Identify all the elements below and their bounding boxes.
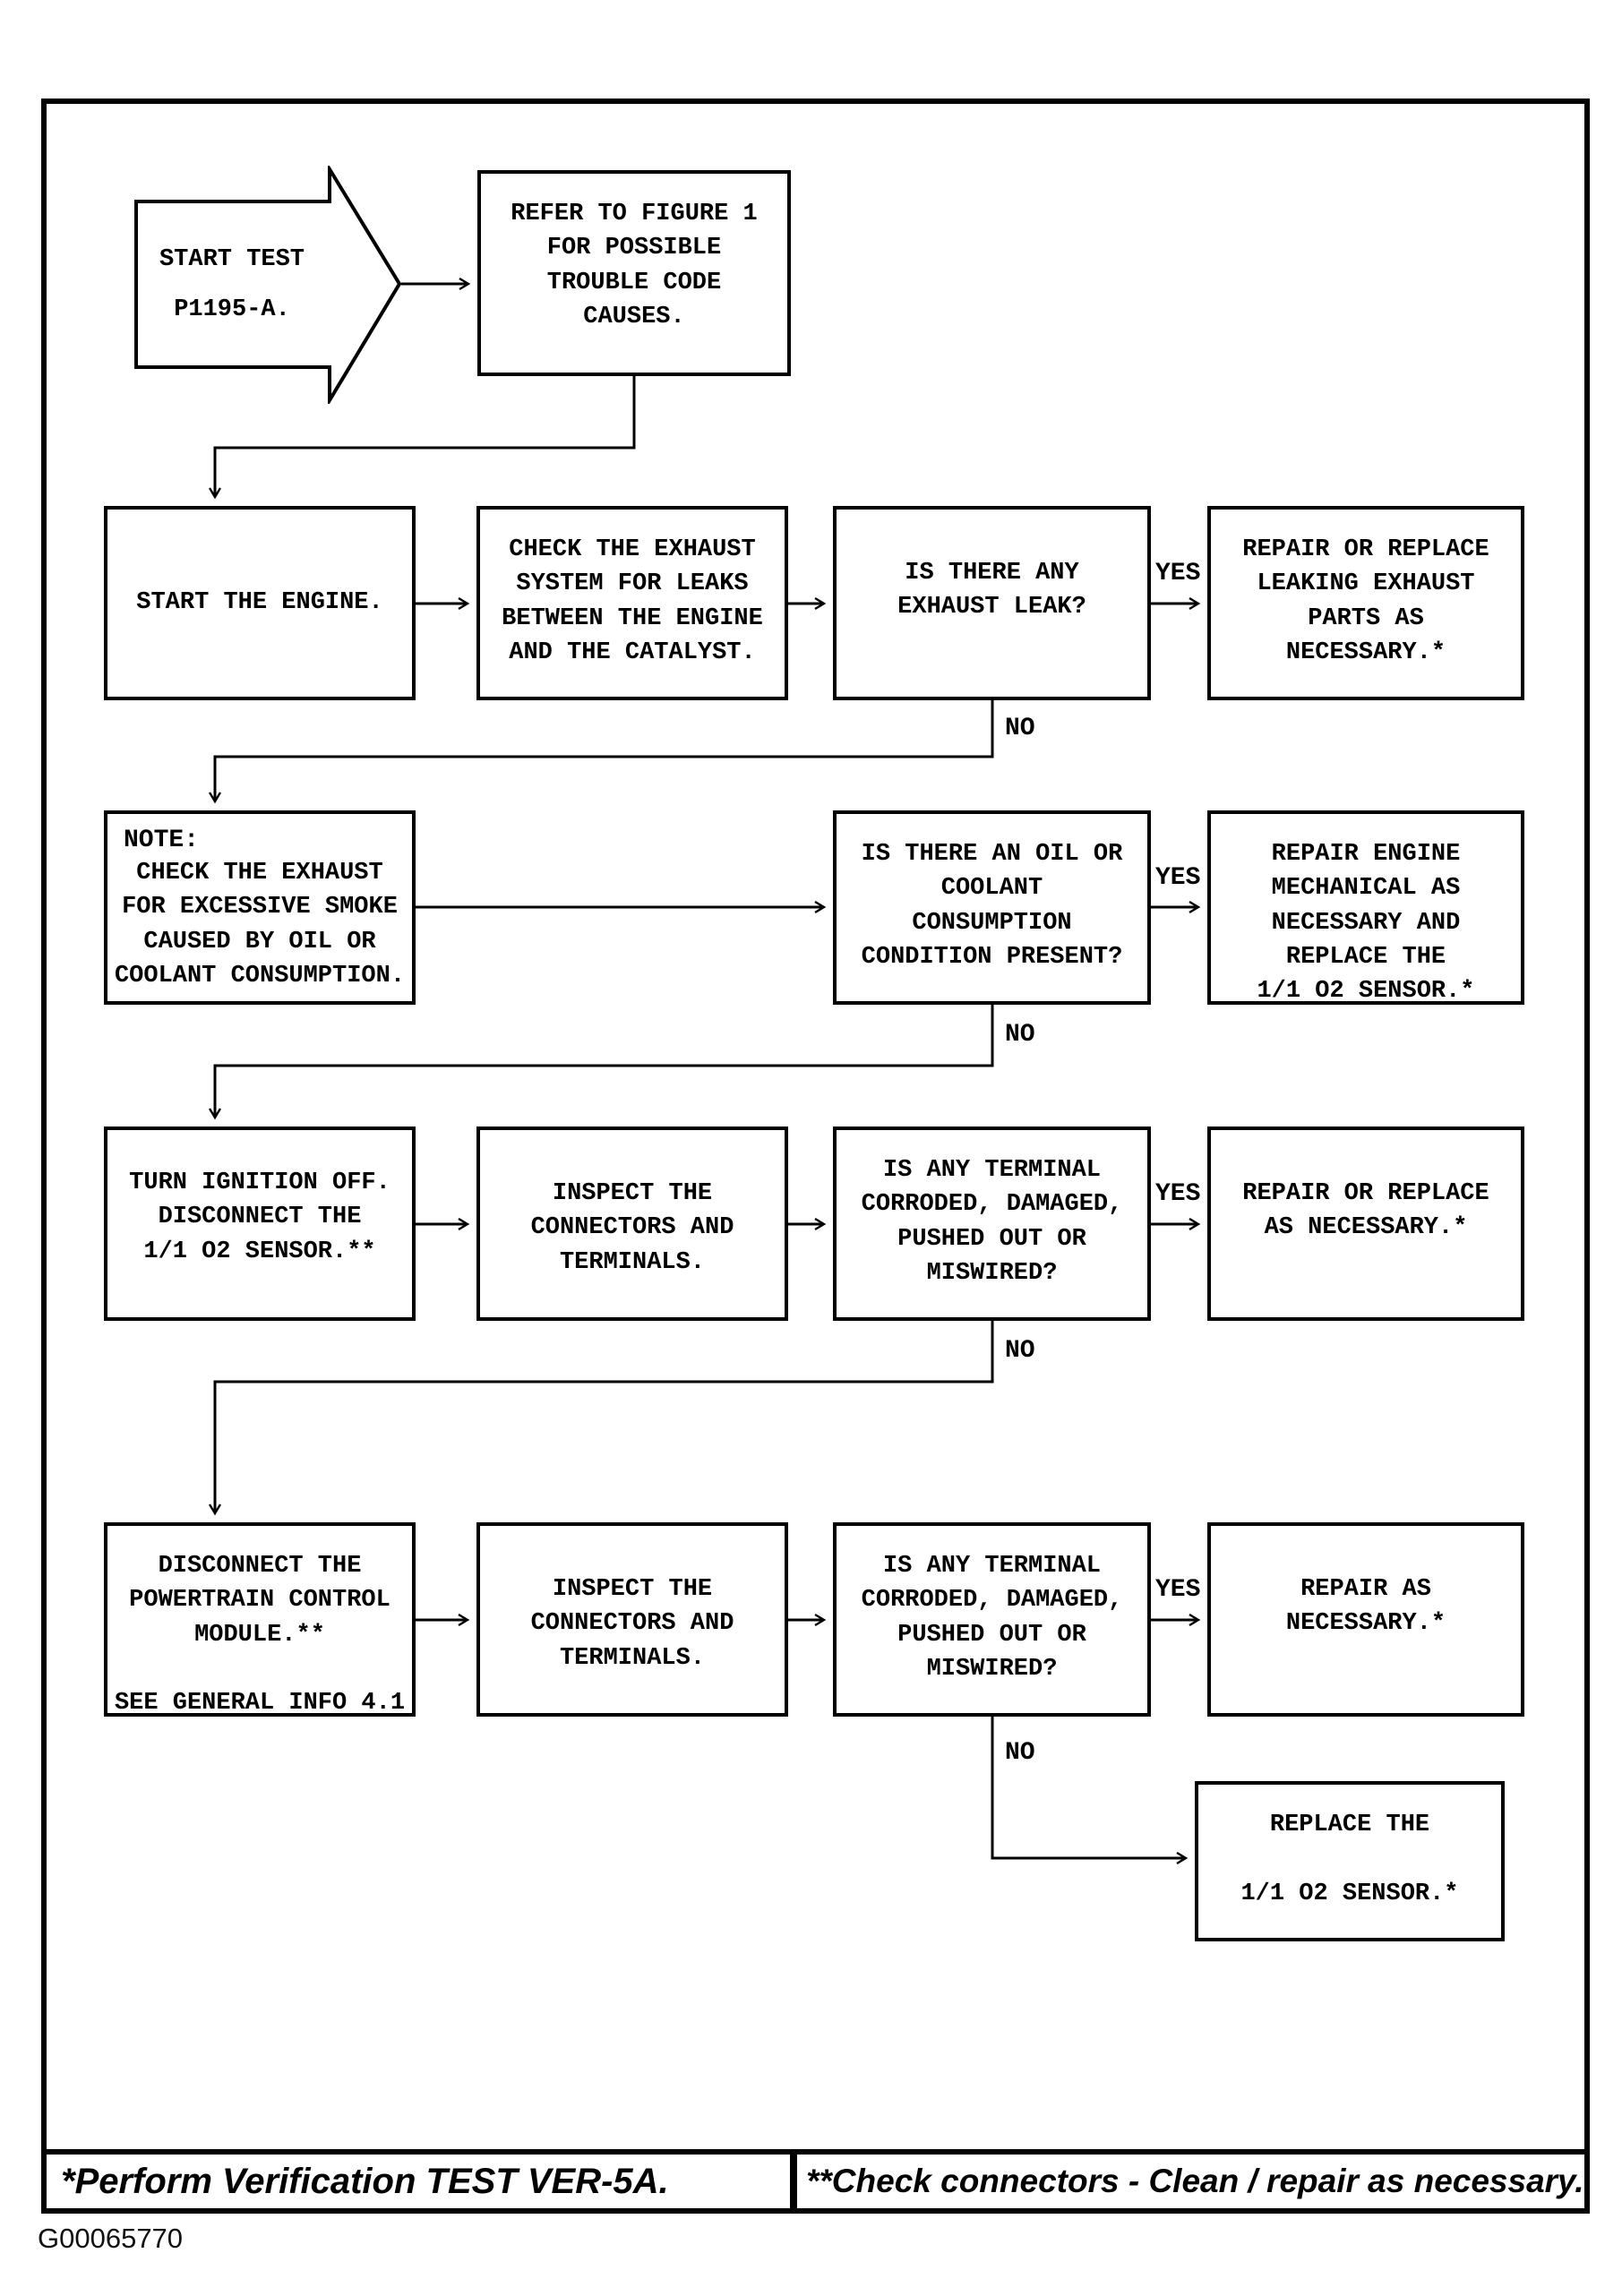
node-turn-ignition-off: TURN IGNITION OFF. DISCONNECT THE 1/1 O2… xyxy=(104,1127,416,1321)
node-repair-or-replace: REPAIR OR REPLACE AS NECESSARY.* xyxy=(1207,1127,1524,1321)
node-replace-sensor: REPLACE THE 1/1 O2 SENSOR.* xyxy=(1195,1781,1505,1941)
artifact-id: G00065770 xyxy=(38,2223,184,2254)
start-arrow-shape xyxy=(134,166,402,404)
footnote-connectors-text: **Check connectors - Clean / repair as n… xyxy=(806,2163,1584,2199)
node-start-engine-text: START THE ENGINE. xyxy=(136,589,383,617)
node-turn-ignition-off-text: TURN IGNITION OFF. DISCONNECT THE 1/1 O2… xyxy=(129,1169,390,1265)
node-disconnect-pcm-text: DISCONNECT THE POWERTRAIN CONTROL MODULE… xyxy=(114,1553,406,1718)
node-check-exhaust-text: CHECK THE EXHAUST SYSTEM FOR LEAKS BETWE… xyxy=(502,536,763,666)
node-question-terminal-2: IS ANY TERMINAL CORRODED, DAMAGED, PUSHE… xyxy=(833,1522,1151,1717)
node-note-smoke: NOTE: CHECK THE EXHAUST FOR EXCESSIVE SM… xyxy=(104,810,416,1005)
node-inspect-connectors-1-text: INSPECT THE CONNECTORS AND TERMINALS. xyxy=(530,1180,734,1276)
node-refer-figure: REFER TO FIGURE 1 FOR POSSIBLE TROUBLE C… xyxy=(477,170,791,376)
node-question-exhaust-leak-text: IS THERE ANY EXHAUST LEAK? xyxy=(897,560,1086,621)
yes-label: YES xyxy=(1155,864,1201,892)
start-node-text: START TEST P1195-A. xyxy=(134,201,330,367)
node-repair-as-necessary-text: REPAIR AS NECESSARY.* xyxy=(1285,1576,1446,1638)
yes-label: YES xyxy=(1155,1576,1201,1604)
note-title: NOTE: xyxy=(124,827,200,854)
footnote-verification: *Perform Verification TEST VER-5A. xyxy=(41,2149,795,2214)
node-question-exhaust-leak: IS THERE ANY EXHAUST LEAK? xyxy=(833,506,1151,700)
footnote-connectors: **Check connectors - Clean / repair as n… xyxy=(792,2149,1590,2214)
no-label: NO xyxy=(1005,1021,1035,1049)
start-node: START TEST P1195-A. xyxy=(134,166,405,404)
node-repair-leaking-exhaust-text: REPAIR OR REPLACE LEAKING EXHAUST PARTS … xyxy=(1242,536,1489,666)
node-check-exhaust: CHECK THE EXHAUST SYSTEM FOR LEAKS BETWE… xyxy=(476,506,788,700)
node-refer-figure-text: REFER TO FIGURE 1 FOR POSSIBLE TROUBLE C… xyxy=(511,201,758,330)
start-code-line: P1195-A. xyxy=(174,296,290,323)
node-start-engine: START THE ENGINE. xyxy=(104,506,416,700)
node-inspect-connectors-2: INSPECT THE CONNECTORS AND TERMINALS. xyxy=(476,1522,788,1717)
node-inspect-connectors-2-text: INSPECT THE CONNECTORS AND TERMINALS. xyxy=(530,1576,734,1672)
node-repair-as-necessary: REPAIR AS NECESSARY.* xyxy=(1207,1522,1524,1717)
node-question-terminal-1-text: IS ANY TERMINAL CORRODED, DAMAGED, PUSHE… xyxy=(861,1157,1123,1287)
yes-label: YES xyxy=(1155,560,1201,587)
no-label: NO xyxy=(1005,1337,1035,1365)
start-test-line: START TEST xyxy=(159,245,305,273)
node-note-smoke-text: CHECK THE EXHAUST FOR EXCESSIVE SMOKE CA… xyxy=(114,860,406,990)
node-repair-engine-mechanical-text: REPAIR ENGINE MECHANICAL AS NECESSARY AN… xyxy=(1257,841,1475,1006)
node-question-oil-coolant-text: IS THERE AN OIL OR COOLANT CONSUMPTION C… xyxy=(861,841,1123,971)
no-label: NO xyxy=(1005,715,1035,742)
node-repair-or-replace-text: REPAIR OR REPLACE AS NECESSARY.* xyxy=(1242,1180,1489,1242)
node-repair-engine-mechanical: REPAIR ENGINE MECHANICAL AS NECESSARY AN… xyxy=(1207,810,1524,1005)
node-question-terminal-1: IS ANY TERMINAL CORRODED, DAMAGED, PUSHE… xyxy=(833,1127,1151,1321)
footnote-verification-text: *Perform Verification TEST VER-5A. xyxy=(61,2161,669,2201)
no-label: NO xyxy=(1005,1739,1035,1767)
node-replace-sensor-text: REPLACE THE 1/1 O2 SENSOR.* xyxy=(1240,1812,1459,1907)
yes-label: YES xyxy=(1155,1180,1201,1208)
node-question-terminal-2-text: IS ANY TERMINAL CORRODED, DAMAGED, PUSHE… xyxy=(861,1553,1123,1683)
node-inspect-connectors-1: INSPECT THE CONNECTORS AND TERMINALS. xyxy=(476,1127,788,1321)
node-disconnect-pcm: DISCONNECT THE POWERTRAIN CONTROL MODULE… xyxy=(104,1522,416,1717)
node-repair-leaking-exhaust: REPAIR OR REPLACE LEAKING EXHAUST PARTS … xyxy=(1207,506,1524,700)
node-question-oil-coolant: IS THERE AN OIL OR COOLANT CONSUMPTION C… xyxy=(833,810,1151,1005)
